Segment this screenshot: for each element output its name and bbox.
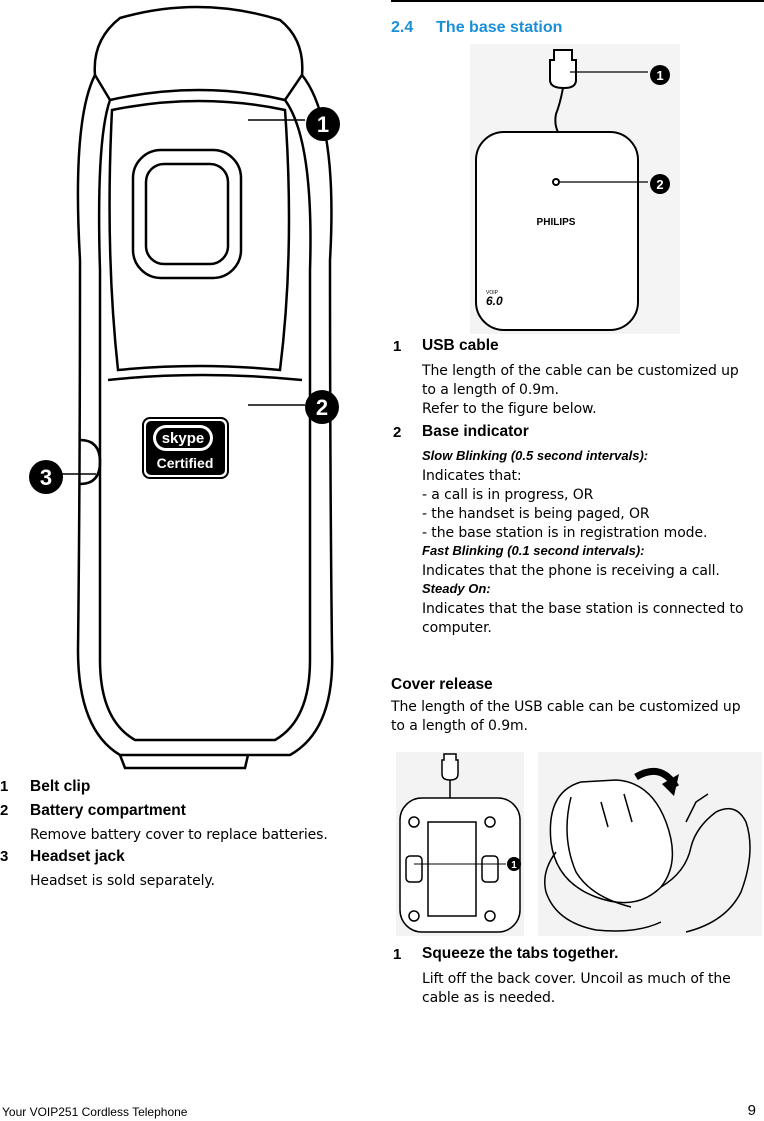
slow-blinking-label: Slow Blinking (0.5 second intervals):	[422, 448, 649, 463]
item-desc-headset: Headset is sold separately.	[30, 873, 215, 889]
item-title-base-indicator: Base indicator	[422, 423, 529, 440]
steady-on-label: Steady On:	[422, 581, 491, 596]
item-title-headset-jack: Headset jack	[30, 848, 125, 865]
svg-text:1: 1	[317, 112, 329, 137]
item-number: 1	[393, 338, 402, 355]
callout-2: 2	[305, 390, 339, 424]
model-label: 6.0	[486, 294, 503, 308]
cover-release-desc: The length of the USB cable can be custo…	[391, 698, 764, 736]
steady-line: Indicates that the base station is conne…	[422, 601, 744, 617]
fast-blinking-label: Fast Blinking (0.1 second intervals):	[422, 543, 645, 558]
section-rule	[391, 0, 764, 2]
callout-2: 2	[650, 174, 670, 194]
svg-text:3: 3	[40, 465, 52, 490]
badge-certified-text: Certified	[157, 455, 214, 471]
squeeze-desc: Lift off the back cover. Uncoil as much …	[422, 970, 764, 1008]
section-number: 2.4	[391, 19, 414, 36]
philips-logo: PHILIPS	[537, 217, 576, 228]
handset-parts-list: 1 Belt clip 2 Battery compartment Remove…	[0, 778, 370, 891]
slow-line: - the base station is in registration mo…	[422, 525, 708, 541]
section-title: The base station	[436, 19, 563, 36]
svg-text:1: 1	[511, 860, 517, 871]
cover-release-figure: 1	[396, 752, 762, 936]
cover-release-heading: Cover release	[391, 676, 493, 693]
squeeze-line-2: cable as is needed.	[422, 990, 556, 1006]
cover-line-1: The length of the USB cable can be custo…	[391, 699, 741, 715]
section-heading: 2.4 The base station	[391, 19, 562, 37]
squeeze-line-1: Lift off the back cover. Uncoil as much …	[422, 971, 731, 987]
item-number: 2	[393, 424, 402, 441]
slow-line: - the handset is being paged, OR	[422, 506, 650, 522]
handset-figure: skype Certified 1 2 3	[29, 5, 340, 770]
footer-title: Your VOIP251 Cordless Telephone	[2, 1105, 188, 1119]
usb-line-3: Refer to the figure below.	[422, 401, 597, 417]
item-number: 1	[0, 778, 9, 795]
callout-1: 1	[507, 857, 521, 871]
svg-text:2: 2	[656, 177, 663, 192]
fast-line: Indicates that the phone is receiving a …	[422, 563, 720, 579]
usb-line-1: The length of the cable can be customize…	[422, 363, 739, 379]
item-desc-battery: Remove battery cover to replace batterie…	[30, 827, 328, 843]
svg-text:1: 1	[656, 68, 663, 83]
usb-cable-desc: The length of the cable can be customize…	[422, 362, 764, 419]
item-number: 1	[393, 946, 402, 963]
callout-1: 1	[650, 65, 670, 85]
slow-line: Indicates that:	[422, 468, 522, 484]
svg-text:2: 2	[316, 395, 328, 420]
page-number: 9	[747, 1102, 756, 1119]
skype-certified-badge	[142, 417, 229, 479]
voip-small-label: VOIP	[486, 290, 499, 296]
slow-line: - a call is in progress, OR	[422, 487, 594, 503]
base-station-figure: 1 2 PHILIPS VOIP 6.0	[470, 44, 680, 334]
badge-skype-text: skype	[162, 430, 205, 447]
steady-line: computer.	[422, 620, 492, 636]
item-number: 2	[0, 802, 9, 819]
item-title-battery: Battery compartment	[30, 802, 186, 819]
callout-1: 1	[306, 107, 340, 141]
item-title-usb-cable: USB cable	[422, 337, 499, 354]
item-title-belt-clip: Belt clip	[30, 778, 91, 795]
item-number: 3	[0, 848, 9, 865]
usb-line-2: to a length of 0.9m.	[422, 382, 559, 398]
callout-3: 3	[29, 460, 63, 494]
item-title-squeeze: Squeeze the tabs together.	[422, 945, 619, 962]
cover-line-2: to a length of 0.9m.	[391, 718, 528, 734]
base-indicator-desc: Slow Blinking (0.5 second intervals): In…	[422, 448, 764, 638]
